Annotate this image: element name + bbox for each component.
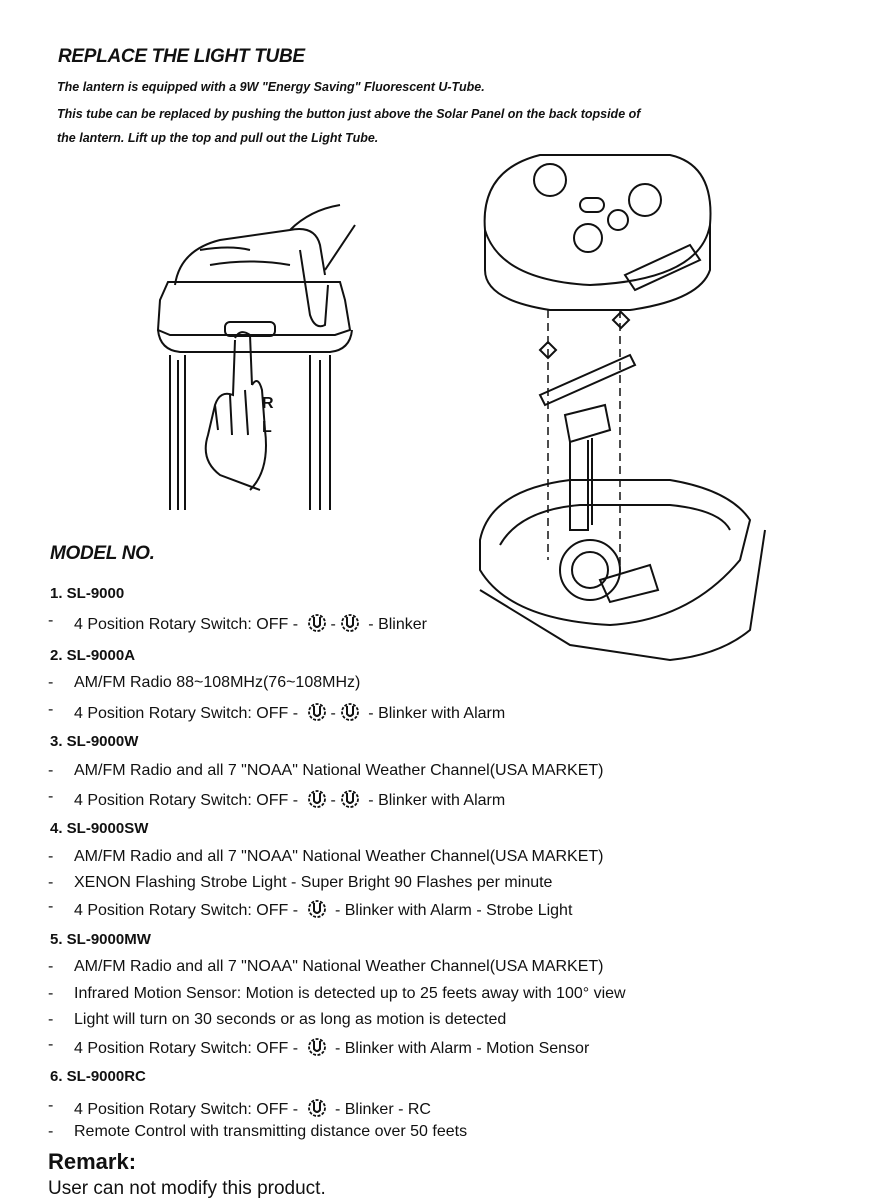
rotary-switch-icon xyxy=(307,790,326,808)
feature-text-suffix: - Blinker with Alarm - Strobe Light xyxy=(330,902,573,919)
feature-text-suffix: - Blinker xyxy=(363,616,427,633)
feature-text: 4 Position Rotary Switch: OFF - xyxy=(74,705,303,722)
feature-text-suffix: - Blinker with Alarm - Motion Sensor xyxy=(330,1040,590,1057)
switch-position-icon xyxy=(340,614,359,632)
separator: - xyxy=(330,792,336,809)
page-heading: REPLACE THE LIGHT TUBE xyxy=(58,46,305,67)
bullet-dash: - xyxy=(48,1011,54,1028)
feature-text: 4 Position Rotary Switch: OFF - xyxy=(74,1101,303,1118)
bullet-dash: - xyxy=(48,1097,54,1114)
model-feature-line: - 4 Position Rotary Switch: OFF - - - Bli… xyxy=(48,701,506,723)
feature-text: AM/FM Radio 88~108MHz(76~108MHz) xyxy=(74,674,361,691)
feature-text: 4 Position Rotary Switch: OFF - xyxy=(74,616,303,633)
intro-line-3: the lantern. Lift up the top and pull ou… xyxy=(57,131,379,145)
model-feature-line: - XENON Flashing Strobe Light - Super Bri… xyxy=(48,874,553,892)
model-feature-line: - Remote Control with transmitting distan… xyxy=(48,1123,468,1141)
model-heading: MODEL NO. xyxy=(50,543,155,564)
bullet-dash: - xyxy=(48,788,54,805)
bullet-dash: - xyxy=(48,898,54,915)
switch-position-icon xyxy=(340,790,359,808)
model-feature-line: - Infrared Motion Sensor: Motion is detec… xyxy=(48,985,626,1003)
bullet-dash: - xyxy=(48,874,54,891)
model-feature-line: - 4 Position Rotary Switch: OFF - - - Bli… xyxy=(48,612,427,634)
rotary-switch-icon xyxy=(307,614,326,632)
bullet-dash: - xyxy=(48,762,54,779)
feature-text-suffix: - Blinker with Alarm xyxy=(363,792,506,809)
bullet-dash: - xyxy=(48,701,54,718)
model-feature-line: - 4 Position Rotary Switch: OFF - - Blink… xyxy=(48,1036,590,1058)
label-l: L xyxy=(262,419,272,436)
rotary-switch-icon xyxy=(307,703,326,721)
bullet-dash: - xyxy=(48,958,54,975)
push-button-illustration: R L xyxy=(156,204,356,510)
model-title: 3. SL-9000W xyxy=(50,733,139,750)
feature-text: Remote Control with transmitting distanc… xyxy=(74,1123,468,1140)
separator: - xyxy=(330,705,336,722)
model-feature-line: - AM/FM Radio and all 7 "NOAA" National W… xyxy=(48,958,604,976)
label-r: R xyxy=(262,395,274,412)
feature-text: AM/FM Radio and all 7 "NOAA" National We… xyxy=(74,958,604,975)
bullet-dash: - xyxy=(48,1036,54,1053)
bullet-dash: - xyxy=(48,674,54,691)
feature-text: Light will turn on 30 seconds or as long… xyxy=(74,1011,507,1028)
model-feature-line: - 4 Position Rotary Switch: OFF - - Blink… xyxy=(48,898,573,920)
feature-text: XENON Flashing Strobe Light - Super Brig… xyxy=(74,874,553,891)
model-feature-line: - AM/FM Radio 88~108MHz(76~108MHz) xyxy=(48,674,361,692)
model-title: 1. SL-9000 xyxy=(50,585,125,602)
feature-text-suffix: - Blinker with Alarm xyxy=(363,705,506,722)
bullet-dash: - xyxy=(48,985,54,1002)
feature-text: Infrared Motion Sensor: Motion is detect… xyxy=(74,985,626,1002)
feature-text: 4 Position Rotary Switch: OFF - xyxy=(74,792,303,809)
remark-text: User can not modify this product. xyxy=(48,1178,326,1199)
bullet-dash: - xyxy=(48,612,54,629)
feature-text: AM/FM Radio and all 7 "NOAA" National We… xyxy=(74,848,604,865)
bullet-dash: - xyxy=(48,1123,54,1140)
model-title: 5. SL-9000MW xyxy=(50,931,151,948)
intro-line-1: The lantern is equipped with a 9W "Energ… xyxy=(57,80,485,94)
bullet-dash: - xyxy=(48,848,54,865)
feature-text-suffix: - Blinker - RC xyxy=(330,1101,431,1118)
model-feature-line: - AM/FM Radio and all 7 "NOAA" National W… xyxy=(48,848,604,866)
model-feature-line: - 4 Position Rotary Switch: OFF - - - Bli… xyxy=(48,788,506,810)
model-feature-line: - 4 Position Rotary Switch: OFF - - Blink… xyxy=(48,1097,431,1119)
model-title: 6. SL-9000RC xyxy=(50,1068,146,1085)
model-title: 4. SL-9000SW xyxy=(50,820,149,837)
feature-text: 4 Position Rotary Switch: OFF - xyxy=(74,1040,303,1057)
separator: - xyxy=(330,616,336,633)
model-title: 2. SL-9000A xyxy=(50,647,136,664)
model-feature-line: - AM/FM Radio and all 7 "NOAA" National W… xyxy=(48,762,604,780)
feature-text: AM/FM Radio and all 7 "NOAA" National We… xyxy=(74,762,604,779)
switch-position-icon xyxy=(307,900,326,918)
switch-position-icon xyxy=(340,703,359,721)
model-feature-line: - Light will turn on 30 seconds or as lon… xyxy=(48,1011,507,1029)
exploded-view-illustration xyxy=(479,154,766,662)
switch-position-icon xyxy=(307,1038,326,1056)
switch-position-icon xyxy=(307,1099,326,1117)
remark-heading: Remark: xyxy=(48,1149,137,1174)
intro-line-2: This tube can be replaced by pushing the… xyxy=(57,107,641,121)
feature-text: 4 Position Rotary Switch: OFF - xyxy=(74,902,303,919)
